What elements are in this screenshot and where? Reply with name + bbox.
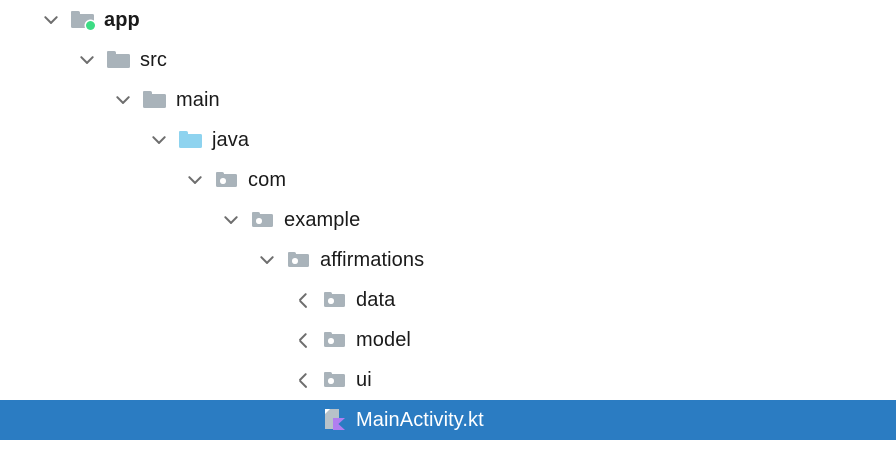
package-icon (322, 367, 348, 393)
tree-row-label: java (212, 129, 250, 151)
folder-icon (106, 47, 132, 73)
tree-row-label: com (248, 169, 287, 191)
package-icon (322, 327, 348, 353)
chevron-down-icon[interactable] (220, 209, 242, 231)
tree-row-label: ui (356, 369, 372, 391)
tree-row-app[interactable]: app (0, 0, 896, 40)
chevron-down-icon[interactable] (40, 9, 62, 31)
package-icon (322, 287, 348, 313)
folder-icon (142, 87, 168, 113)
chevron-down-icon[interactable] (184, 169, 206, 191)
twisty-placeholder (292, 409, 314, 431)
package-icon (286, 247, 312, 273)
tree-row-label: main (176, 89, 220, 111)
tree-row-example[interactable]: example (0, 200, 896, 240)
tree-row-label: data (356, 289, 396, 311)
kotlin-file-icon (322, 407, 348, 433)
chevron-right-icon[interactable] (292, 369, 314, 391)
tree-row-data[interactable]: data (0, 280, 896, 320)
source-root-folder-icon (178, 127, 204, 153)
tree-row-affirmations[interactable]: affirmations (0, 240, 896, 280)
tree-row-mainactivity-kt[interactable]: MainActivity.kt (0, 400, 896, 440)
chevron-down-icon[interactable] (76, 49, 98, 71)
package-icon (214, 167, 240, 193)
module-folder-icon (70, 7, 96, 33)
tree-row-java[interactable]: java (0, 120, 896, 160)
tree-row-label: model (356, 329, 411, 351)
tree-row-src[interactable]: src (0, 40, 896, 80)
tree-row-label: src (140, 49, 167, 71)
tree-row-main[interactable]: main (0, 80, 896, 120)
chevron-down-icon[interactable] (256, 249, 278, 271)
tree-row-label: example (284, 209, 361, 231)
tree-row-ui[interactable]: ui (0, 360, 896, 400)
chevron-right-icon[interactable] (292, 289, 314, 311)
chevron-right-icon[interactable] (292, 329, 314, 351)
tree-row-com[interactable]: com (0, 160, 896, 200)
tree-row-label: affirmations (320, 249, 425, 271)
tree-row-label: app (104, 9, 140, 31)
chevron-down-icon[interactable] (148, 129, 170, 151)
tree-row-label: MainActivity.kt (356, 409, 484, 431)
chevron-down-icon[interactable] (112, 89, 134, 111)
tree-row-model[interactable]: model (0, 320, 896, 360)
package-icon (250, 207, 276, 233)
module-status-badge (86, 21, 95, 30)
